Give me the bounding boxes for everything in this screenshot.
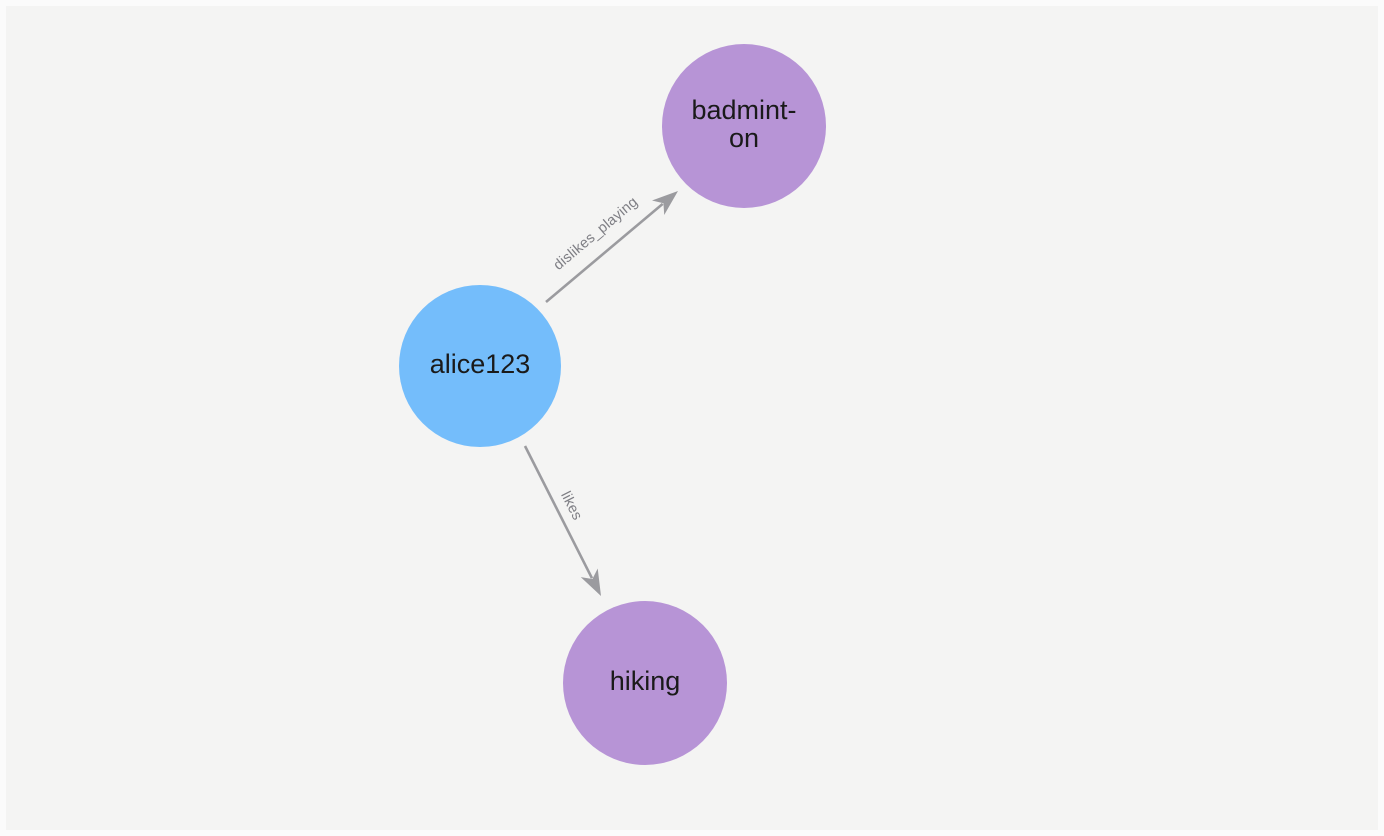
graph-node-badminton[interactable]: badmint-on [662,44,826,208]
graph-edge[interactable]: dislikes_playing [545,191,678,303]
edge-arrow-head [651,191,678,215]
graph-node-alice123[interactable]: alice123 [399,285,561,447]
edge-line [545,202,664,303]
node-circle[interactable] [399,285,561,447]
edge-arrow-head [580,568,601,596]
graph-node-hiking[interactable]: hiking [563,601,727,765]
edge-line [523,445,594,579]
node-circle[interactable] [563,601,727,765]
node-circle[interactable] [662,44,826,208]
graph-edge[interactable]: likes [523,445,601,596]
